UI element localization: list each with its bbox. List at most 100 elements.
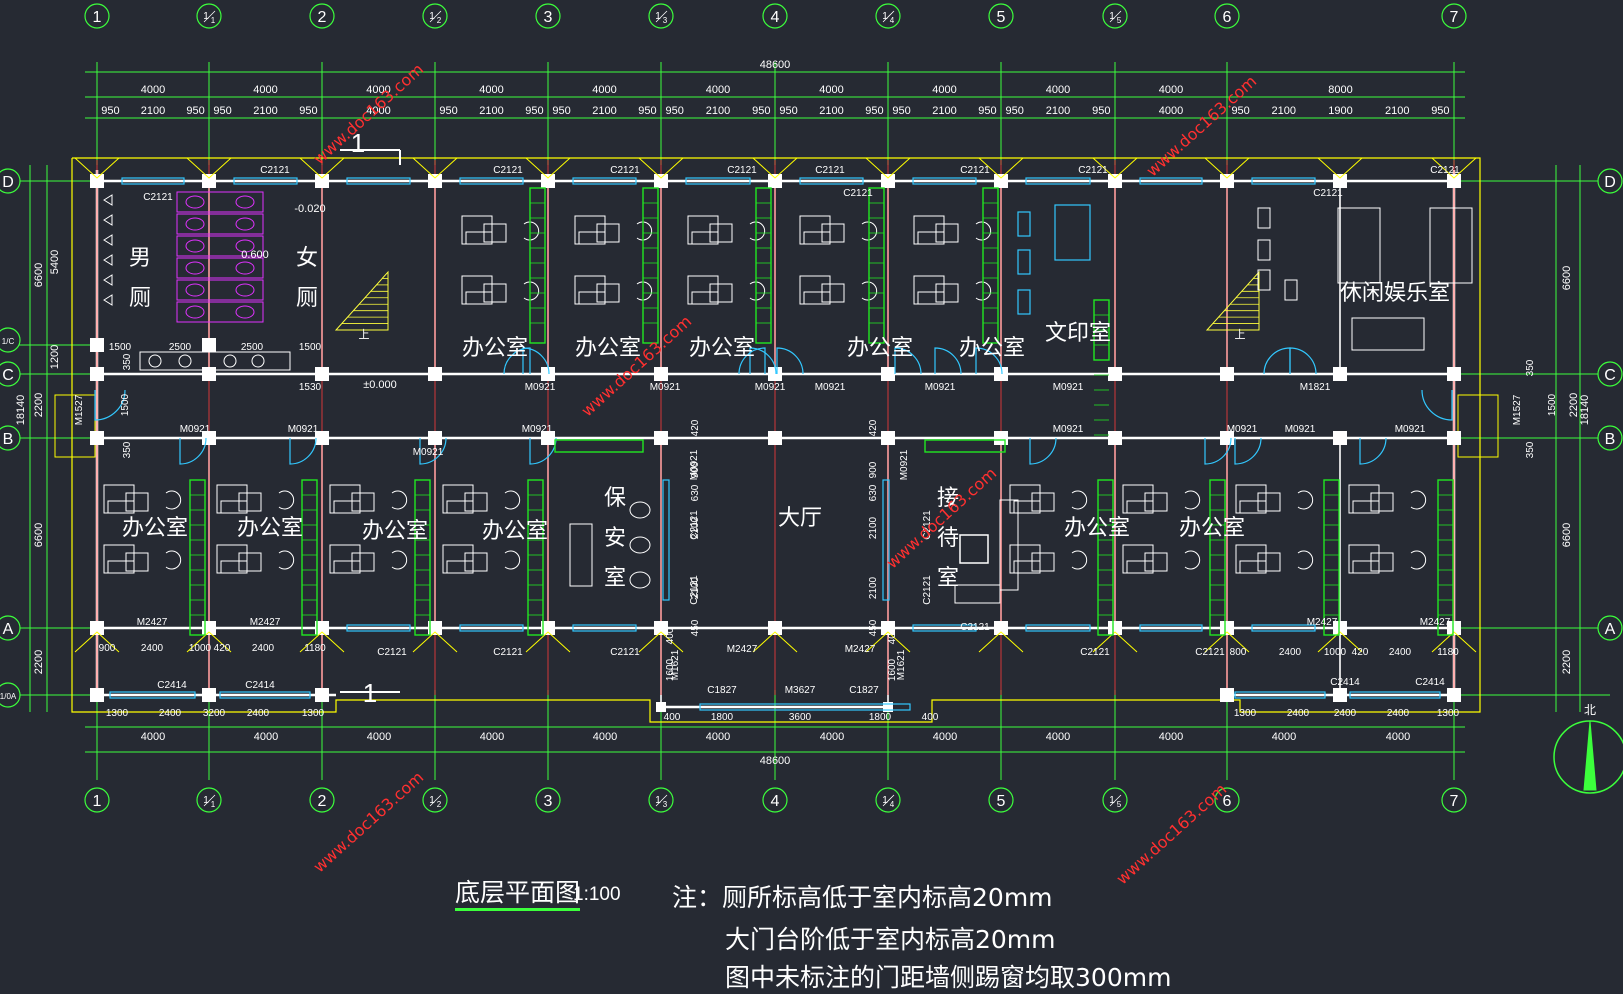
- dim-row1-text: 4000: [1046, 84, 1070, 96]
- axis-label-left: 1/C: [2, 337, 15, 346]
- dim-bottom-text: 4000: [1272, 731, 1296, 743]
- entrance-label: C1827: [707, 685, 737, 696]
- room-office: 办公室: [575, 336, 641, 361]
- door-swing: [749, 347, 777, 375]
- dim-misc-bottom-right: 800: [1230, 647, 1247, 658]
- desk-chair-pad: [333, 560, 361, 574]
- desk-chair-pad: [107, 500, 135, 514]
- dim-row2-text: 950: [439, 105, 457, 117]
- dim-misc-bottom-left: 1180: [304, 643, 326, 654]
- desk-chair-pad: [446, 560, 474, 574]
- axis-label-right: D: [1604, 174, 1616, 191]
- column-bracket: [412, 631, 458, 653]
- axis-label-vertical: 1: [93, 9, 102, 26]
- desk-chair-pad: [465, 291, 493, 305]
- axis-bubble-left: [0, 168, 21, 194]
- toilet-bowl: [185, 239, 205, 253]
- window-top: [912, 177, 977, 185]
- dim-row1-text: 4000: [1159, 84, 1183, 96]
- window-a: [1025, 624, 1091, 632]
- stair-up-right: 上: [1235, 328, 1246, 341]
- column: [202, 338, 216, 352]
- dim-right-g: 350: [1525, 441, 1536, 458]
- dim-row2-text: 950: [1431, 105, 1449, 117]
- window-top: [233, 177, 298, 185]
- column-bracket: [865, 631, 911, 653]
- dim-total-top-text: 48600: [760, 59, 791, 71]
- column: [1447, 688, 1461, 702]
- chair: [165, 550, 182, 570]
- door-label-c: M1821: [1300, 382, 1331, 393]
- desk-chair-pad: [578, 291, 606, 305]
- column: [1333, 174, 1347, 188]
- column: [1333, 621, 1347, 635]
- window-label-a: C2121: [493, 647, 523, 658]
- dim-left-a: 6600: [33, 263, 45, 287]
- dim-misc-center: 420: [868, 419, 879, 436]
- dim-misc-bottom-right: 420: [1352, 647, 1369, 658]
- dim-misc-bottom-right: 2400: [1334, 708, 1357, 719]
- window-label-top: C2121: [610, 165, 640, 176]
- desk-chair-pad: [691, 231, 719, 245]
- dim-left-c: 1200: [49, 345, 61, 369]
- cabinet: [301, 479, 318, 636]
- door-swing: [1421, 389, 1453, 421]
- chair: [975, 221, 992, 241]
- dim-bottom-text: 4000: [706, 731, 730, 743]
- column: [202, 174, 216, 188]
- door-label-a: M2427: [250, 617, 281, 628]
- desk-side: [709, 223, 733, 243]
- room-men-toilet-1: 男: [129, 246, 151, 271]
- axis-label-vertical: 6: [1223, 9, 1232, 26]
- axis-bubble-vertical: [309, 787, 335, 813]
- column: [541, 621, 555, 635]
- axis-label-vertical: 3: [544, 9, 553, 26]
- column: [656, 702, 666, 712]
- dim-row1-text: 4000: [253, 84, 277, 96]
- column: [768, 174, 782, 188]
- dim-misc-bottom-right: 1300: [1234, 708, 1257, 719]
- printer: [1017, 211, 1031, 237]
- window-label-top: C2121: [143, 192, 173, 203]
- column: [315, 688, 329, 702]
- chair: [278, 550, 295, 570]
- axis-bubble-vertical: [1441, 3, 1467, 29]
- dim-row2-text: 2100: [479, 105, 503, 117]
- dim-row2-text: 950: [978, 105, 996, 117]
- column-bracket: [1317, 157, 1363, 179]
- north-label: 北: [1584, 703, 1596, 717]
- dim-misc-toilet: 2500: [169, 342, 192, 353]
- dim-row1-text: 4000: [706, 84, 730, 96]
- desk-chair-pad: [1352, 500, 1380, 514]
- watermark: www.doc163.com: [309, 768, 427, 877]
- coffee-table: [959, 534, 989, 564]
- dim-row1-text: 4000: [932, 84, 956, 96]
- dim-row2-text: 950: [892, 105, 910, 117]
- axis-bubble-left: [0, 327, 21, 353]
- cabinet: [1437, 479, 1454, 636]
- desk-chair-pad: [1352, 560, 1380, 574]
- desk-side: [709, 283, 733, 303]
- dim-row2-text: 2100: [1385, 105, 1409, 117]
- axis-bubble-vertical: [648, 3, 674, 29]
- dim-bottom-text: 4000: [593, 731, 617, 743]
- chair: [523, 281, 540, 301]
- column: [90, 338, 104, 352]
- toilet-bowl: [185, 217, 205, 231]
- urinal: [103, 294, 113, 306]
- sink: [178, 354, 192, 368]
- column: [541, 431, 555, 445]
- dim-misc-center: 3600: [789, 712, 812, 723]
- window-a: [1139, 624, 1203, 632]
- door-swing: [894, 347, 922, 375]
- desk-side: [464, 492, 488, 512]
- column: [1333, 431, 1347, 445]
- note-line-1: 注：厕所标高低于室内标高20mm: [672, 883, 1053, 912]
- dim-row2-text: 950: [101, 105, 119, 117]
- desk-side: [238, 552, 262, 572]
- dim-right-a: 6600: [1561, 266, 1573, 290]
- toilet-bowl: [235, 239, 255, 253]
- column: [90, 431, 104, 445]
- chair: [278, 490, 295, 510]
- watermark: www.doc163.com: [1112, 780, 1230, 889]
